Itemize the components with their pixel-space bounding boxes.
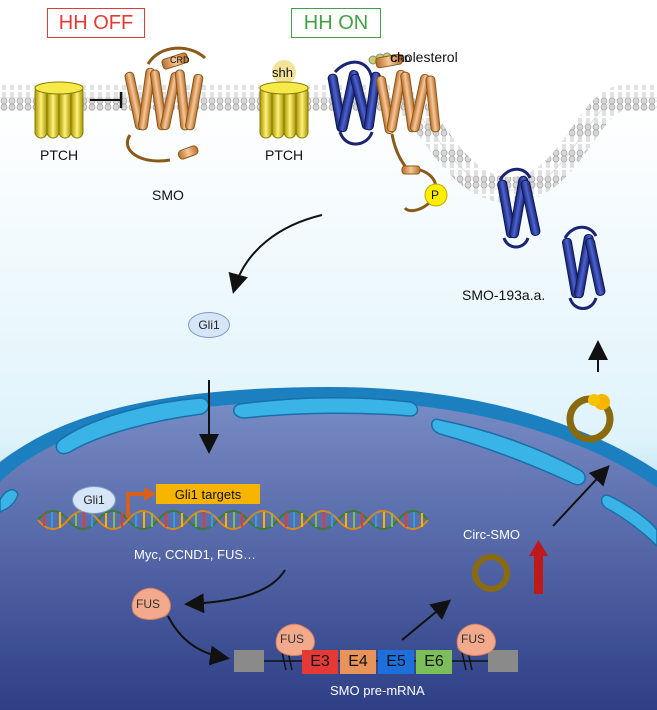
hh-off-header: HH OFF: [47, 8, 145, 38]
exon-e4-label: E4: [348, 653, 368, 670]
exon-e5-label: E5: [386, 653, 406, 670]
translation-arrow-fus: [184, 569, 286, 614]
phosphate: [424, 183, 448, 207]
binding-arrow: [167, 615, 230, 666]
hh-on-header: HH ON: [291, 8, 381, 38]
nucleus: [0, 390, 657, 710]
er-cisterns: [0, 396, 657, 548]
exon-e3: E3: [302, 650, 338, 674]
ptch-label-left: PTCH: [40, 147, 79, 163]
ptch-channel-right: [259, 81, 309, 139]
cholesterol-label: cholesterol: [390, 49, 458, 65]
smo-receptor-left: [124, 46, 207, 163]
smo-label: SMO: [152, 187, 184, 203]
crd-label-left: CRD: [170, 55, 190, 65]
shh-ligand: [272, 60, 296, 84]
activation-arrow: [228, 214, 323, 294]
ptch-channel-left: [34, 81, 84, 139]
upregulation-arrow: [529, 540, 548, 594]
smo-193-vesicle: [497, 167, 541, 249]
splicing-arrow: [401, 599, 452, 641]
fus-right-label: FUS: [461, 632, 485, 646]
smo-receptor-right: [368, 52, 441, 213]
crd-label-right: CRD: [391, 54, 411, 64]
gli1-cytoplasm: Gli1: [188, 312, 230, 338]
exon-e5: E5: [378, 650, 414, 674]
fus-free-label: FUS: [136, 597, 160, 611]
exon-e6-label: E6: [424, 653, 444, 670]
smo-193-membrane: [327, 60, 381, 146]
fus-protein-free: [131, 587, 171, 620]
dna-helix: [37, 510, 429, 530]
exon-e6: E6: [416, 650, 452, 674]
transcription-start-arrow: [126, 492, 144, 518]
circ-smo-label: Circ-SMO: [463, 527, 521, 542]
smo-193-label: SMO-193a.a.: [462, 287, 546, 303]
gli1-nucleus: Gli1: [72, 486, 116, 514]
smo-193-cytoplasm: [561, 225, 606, 310]
fus-protein-left: [275, 623, 315, 656]
exon-e3-label: E3: [310, 653, 330, 670]
pre-mrna-label: SMO pre-mRNA: [330, 683, 425, 698]
ptch-label-right: PTCH: [265, 147, 304, 163]
target-genes-label: Myc, CCND1, FUS…: [134, 547, 257, 562]
smo-pre-mrna: [234, 650, 518, 672]
fus-left-label: FUS: [280, 632, 304, 646]
translation-arrow: [552, 465, 610, 527]
gli1-targets-label: Gli1 targets: [156, 484, 260, 504]
phospho-label: P: [431, 188, 440, 202]
circ-smo-ring: [472, 554, 510, 592]
shh-label: shh: [272, 65, 293, 80]
fus-protein-right: [456, 623, 496, 656]
exon-e4: E4: [340, 650, 376, 674]
